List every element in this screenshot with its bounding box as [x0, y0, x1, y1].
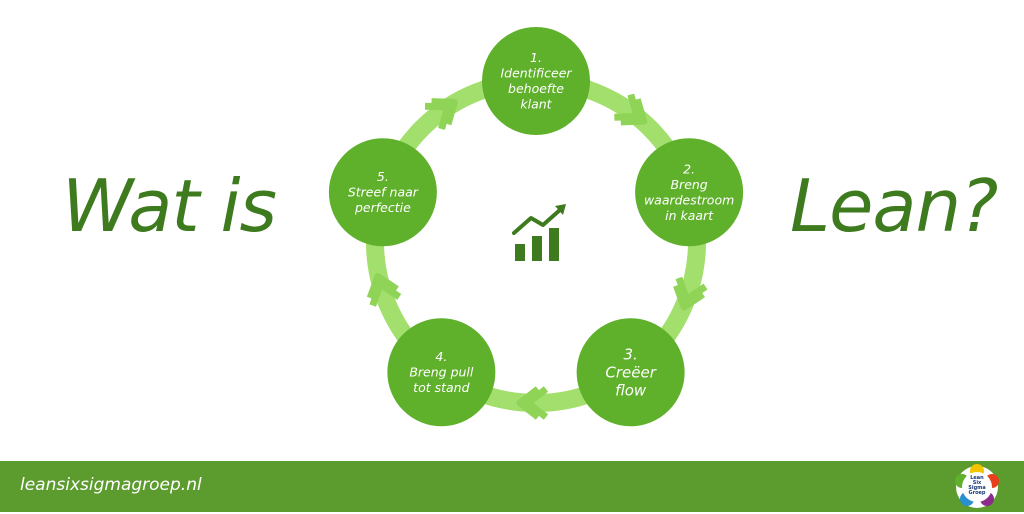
company-logo: Lean Six Sigma Groep: [954, 464, 1000, 510]
step-number: 2.: [683, 161, 695, 176]
cycle-arrow: [673, 276, 708, 311]
title-left: Wat is: [62, 164, 277, 248]
step-label: Identificeer: [500, 66, 572, 81]
step-label: Breng: [670, 177, 707, 192]
logo-text: Lean Six Sigma Groep: [968, 475, 986, 496]
step-circle: [576, 318, 685, 427]
step-label: klant: [520, 97, 552, 112]
step-label: behoefte: [508, 81, 564, 96]
step-number: 4.: [435, 349, 447, 364]
cycle-arrow: [516, 386, 549, 420]
cycle-arrow: [424, 98, 458, 130]
step-label: Breng pull: [409, 365, 474, 380]
step-label: in kaart: [665, 208, 714, 223]
step-label: tot stand: [413, 380, 469, 395]
step-circle: [387, 318, 496, 427]
cycle-arrows: [366, 93, 708, 420]
step-label: Creëer: [605, 364, 656, 382]
step-circle: [482, 27, 590, 135]
step-number: 1.: [530, 50, 542, 65]
footer-bar: leansixsigmagroep.nl: [0, 461, 1024, 512]
step-label: flow: [615, 382, 647, 400]
step-label: perfectie: [354, 200, 411, 215]
step-label: waardestroom: [644, 192, 734, 207]
title-right: Lean?: [790, 164, 998, 248]
step-number: 5.: [377, 169, 389, 184]
bar-chart-trend-icon: [512, 204, 566, 261]
step-label: Streef naar: [348, 185, 419, 200]
step-circle: [328, 138, 437, 247]
step-number: 3.: [623, 346, 637, 364]
footer-url[interactable]: leansixsigmagroep.nl: [20, 475, 202, 495]
step-circle: [635, 138, 744, 247]
cycle-arrow: [366, 273, 402, 307]
cycle-arrow: [614, 93, 648, 126]
logo-flower-icon: [955, 464, 999, 508]
